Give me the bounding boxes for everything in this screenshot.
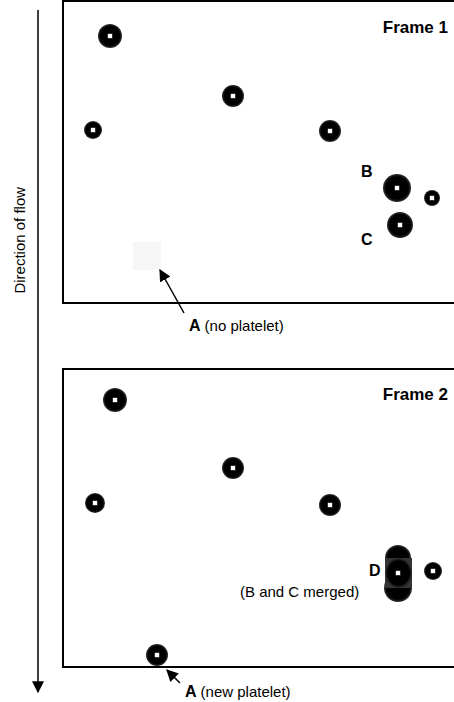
video-frame xyxy=(62,0,454,304)
leader-arrow xyxy=(160,270,184,313)
annotation: (new platelet) xyxy=(201,684,291,701)
platelet-letter: C xyxy=(361,231,373,249)
empty-spot xyxy=(133,242,161,270)
axis-label: Direction of flow xyxy=(12,187,29,294)
centroid-markers xyxy=(91,34,436,658)
annotation: (no platelet) xyxy=(205,318,284,335)
platelet-letter: B xyxy=(361,163,373,181)
video-frame xyxy=(62,368,454,668)
platelet-letter: A xyxy=(189,317,201,335)
platelet-letter: D xyxy=(369,562,381,580)
platelets-frame-2 xyxy=(85,388,442,666)
frame-title: Frame 2 xyxy=(383,385,448,405)
annotation: (B and C merged) xyxy=(240,584,359,601)
leader-arrow xyxy=(167,670,180,683)
platelets-frame-1 xyxy=(84,24,440,238)
platelet-letter: A xyxy=(185,683,197,701)
flow-arrow xyxy=(37,10,39,692)
frame-title: Frame 1 xyxy=(383,18,448,38)
